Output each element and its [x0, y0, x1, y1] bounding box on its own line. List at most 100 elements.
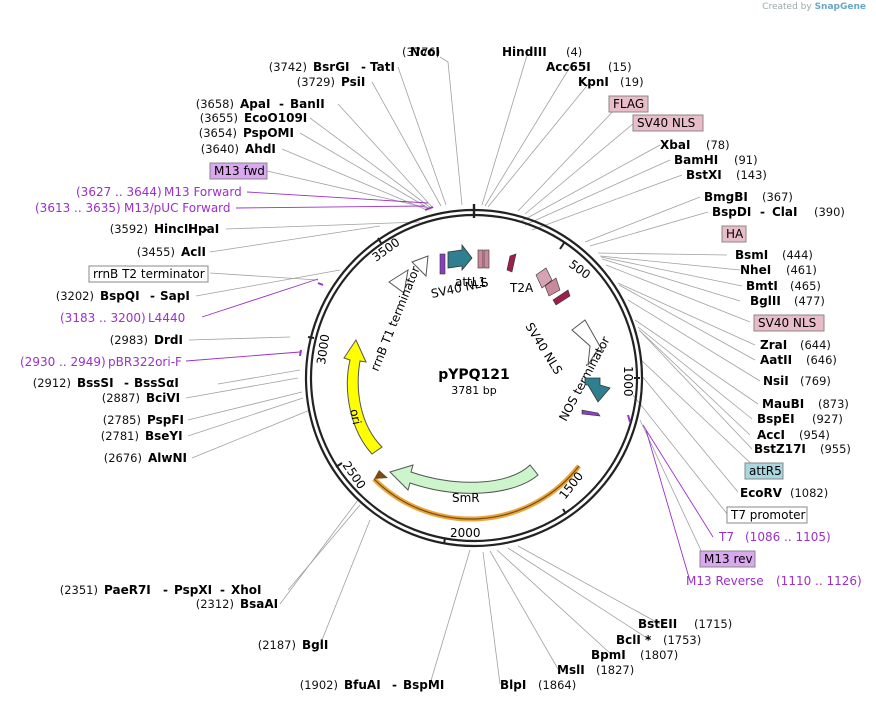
t2a-feature	[535, 267, 553, 289]
site-name-bsssai: BssSαI	[134, 376, 179, 390]
scale-ticks	[307, 237, 640, 545]
site-pos-acli: (3455)	[137, 245, 175, 259]
site-dash-bsssi: -	[124, 376, 129, 390]
sv40-nls-label-2: SV40 NLS	[522, 320, 565, 377]
site-name-bstxi: BstXI	[686, 168, 722, 182]
site-name-ahdi: AhdI	[245, 142, 276, 156]
site-pos-bstxi: (143)	[736, 168, 767, 182]
primer-marks	[299, 206, 631, 423]
box-ha	[721, 225, 747, 243]
site-pos-bmgbi: (367)	[762, 190, 793, 204]
tick-3000: 3000	[314, 333, 332, 365]
site-name-ecorv: EcoRV	[740, 486, 783, 500]
site-name-bsrgi: BsrGI	[313, 60, 350, 74]
primer-range-m13-puc-forward: (3613 .. 3635)	[35, 201, 121, 215]
sv40-nls-feature-1	[483, 249, 490, 269]
site-pos-alwni: (2676)	[104, 451, 142, 465]
primer-range-l4440: (3183 .. 3200)	[60, 311, 146, 325]
site-pos-bsssi: (2912)	[33, 376, 71, 390]
primer-name-m13-forward: M13 Forward	[164, 185, 242, 199]
site-name-msli: MslI	[557, 663, 585, 677]
primer-name-pbr322ori-f: pBR322ori-F	[108, 355, 182, 369]
site-pos-psii: (3729)	[297, 75, 335, 89]
box-label-rrnb-t2: rrnB T2 terminator	[93, 267, 205, 281]
smr-label: SmR	[452, 491, 480, 505]
site-dash-paer7i: -	[163, 583, 168, 597]
site-pos-bsrgi: (3742)	[269, 60, 307, 74]
plasmid-length: 3781 bp	[451, 384, 496, 397]
site-name-aatii: AatII	[760, 353, 792, 367]
site-labels-left: (3658) ApaI - BanII (3655) EcoO109I (365…	[33, 97, 325, 465]
nos-terminator-feature	[571, 319, 603, 366]
site-labels-top-left: (3776) NcoI (3742) BsrGI - TatI (3729) P…	[269, 45, 441, 89]
site-pos-acc65i: (15)	[608, 60, 632, 74]
feature-box-labels: FLAG SV40 NLS M13 fwd HA rrnB T2 termina…	[88, 95, 825, 568]
ori-feature	[343, 338, 383, 455]
box-label-t7-promoter: T7 promoter	[730, 508, 806, 522]
site-name-acc65i: Acc65I	[546, 60, 591, 74]
sv40-nls-feature-2	[552, 289, 571, 306]
site-name-bspdi: BspDI	[712, 205, 751, 219]
site-name-maubi: MauBI	[762, 397, 804, 411]
site-pos-bspqi: (3202)	[56, 289, 94, 303]
primer-name-m13-puc-forward: M13/pUC Forward	[124, 201, 231, 215]
attl1-feature	[447, 243, 473, 272]
site-name-hpai: HpaI	[188, 222, 219, 236]
site-name-bsmi: BsmI	[735, 248, 768, 262]
site-name-banii: BanII	[290, 97, 325, 111]
site-dash-bfuai: -	[392, 678, 397, 692]
ori-label: ori	[347, 408, 364, 426]
site-pos-bsaai: (2312)	[196, 597, 234, 611]
xbai-mark	[506, 253, 517, 273]
primer-range-t7: (1086 .. 1105)	[745, 530, 831, 544]
site-dash-bsrgi: -	[361, 60, 366, 74]
box-attr5	[744, 462, 784, 480]
site-pos-bstz17i: (955)	[820, 442, 851, 456]
site-name-bfuai: BfuAI	[344, 678, 381, 692]
site-pos-ahdi: (3640)	[201, 142, 239, 156]
plasmid-name: pYPQ121	[438, 367, 510, 383]
site-pos-bglii: (477)	[794, 294, 825, 308]
site-name-nsii: NsiI	[763, 374, 789, 388]
site-name-paer7i: PaeR7I	[104, 583, 151, 597]
site-pos-apai: (3658)	[196, 97, 234, 111]
site-dash-pspxi: -	[220, 583, 225, 597]
site-name-bspei: BspEI	[757, 412, 795, 426]
primer-labels: (3627 .. 3644) M13 Forward (3613 .. 3635…	[20, 185, 862, 588]
site-name-psii: PsiI	[341, 75, 365, 89]
site-name-bsaai: BsaAI	[240, 597, 278, 611]
site-name-zrai: ZraI	[760, 338, 787, 352]
box-label-sv40-nls-top: SV40 NLS	[637, 116, 695, 130]
box-label-m13-rev: M13 rev	[704, 552, 753, 566]
leader-lines	[185, 51, 761, 685]
site-labels-right: XbaI (78) BamHI (91) BstXI (143) BmgBI (…	[660, 138, 851, 500]
site-name-bcivi: BciVI	[146, 391, 180, 405]
site-name-bcli: BclI *	[616, 633, 652, 647]
site-name-pspomi: PspOMI	[243, 126, 294, 140]
promoter-feature	[584, 377, 611, 403]
box-sv40-nls-top	[632, 114, 704, 132]
smr-feature	[389, 464, 539, 494]
site-name-bseyi: BseYI	[145, 429, 183, 443]
site-name-tati: TatI	[370, 60, 395, 74]
box-sv40-nls-right	[753, 314, 825, 332]
site-pos-bseyi: (2781)	[101, 429, 139, 443]
site-name-drdi: DrdI	[154, 333, 183, 347]
site-pos-bgli: (2187)	[258, 638, 296, 652]
site-name-kpni: KpnI	[578, 75, 609, 89]
snapgene-watermark: Created by SnapGene	[762, 2, 866, 12]
primer-range-pbr322ori-f: (2930 .. 2949)	[20, 355, 106, 369]
watermark-prefix: Created by	[762, 2, 812, 12]
primer-name-m13-reverse: M13 Reverse	[686, 574, 764, 588]
site-pos-nhei: (461)	[786, 263, 817, 277]
site-pos-nsii: (769)	[800, 374, 831, 388]
site-name-bmti: BmtI	[746, 279, 778, 293]
site-pos-blpi: (1864)	[538, 678, 576, 692]
site-name-bpmi: BpmI	[591, 648, 626, 662]
site-name-hincii: HincII	[154, 222, 193, 236]
site-name-bspqi: BspQI	[100, 289, 140, 303]
box-label-ha: HA	[726, 227, 744, 241]
site-pos-hindiii: (4)	[566, 45, 582, 59]
box-label-attr5: attR5	[749, 464, 782, 478]
